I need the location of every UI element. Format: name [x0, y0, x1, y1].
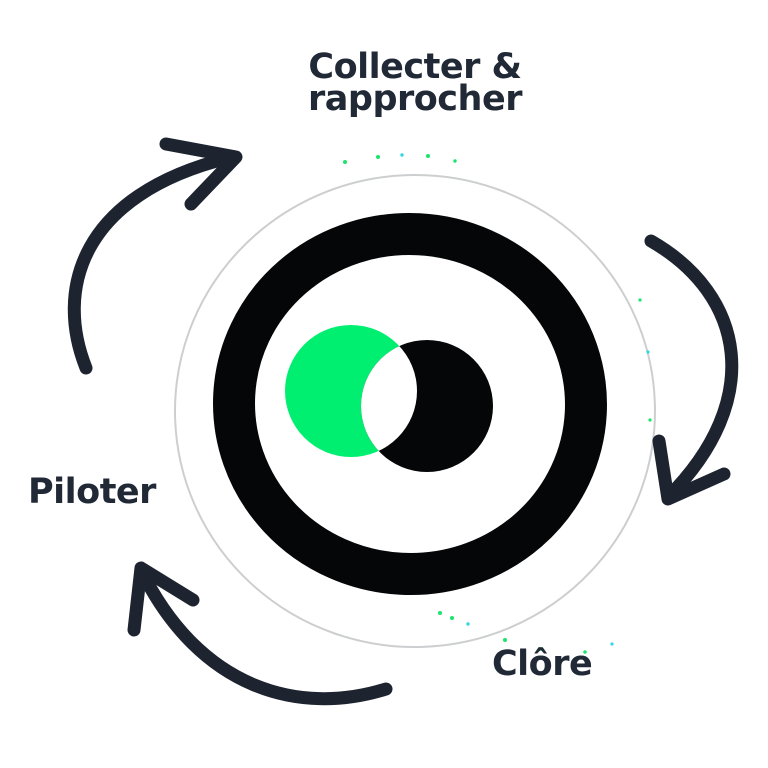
- arrow-top-left-shaft: [67, 151, 235, 375]
- logo-black-ring: [213, 212, 607, 596]
- label-collecter-rapprocher: Collecter & rapprocher: [249, 47, 581, 119]
- arrow-top-left-head: [159, 137, 243, 211]
- arrow-right-head: [652, 434, 731, 506]
- arrow-bottom-left-head: [127, 561, 200, 637]
- arrow-right-shaft: [644, 234, 739, 504]
- arrow-bottom-left: [127, 561, 393, 706]
- label-clore: Clôre: [492, 644, 593, 684]
- edge-speckles: [343, 153, 652, 654]
- logo-overlap-lens: [361, 340, 417, 457]
- brand-logo: [174, 173, 656, 649]
- arrow-bottom-left-shaft: [134, 563, 393, 706]
- cycle-arrows: [67, 137, 739, 706]
- label-collecter-line1: Collecter &: [308, 47, 522, 87]
- arrow-right: [644, 234, 739, 506]
- label-collecter-line2: rapprocher: [308, 79, 522, 119]
- arrow-top-left: [67, 137, 243, 375]
- label-piloter: Piloter: [28, 472, 156, 512]
